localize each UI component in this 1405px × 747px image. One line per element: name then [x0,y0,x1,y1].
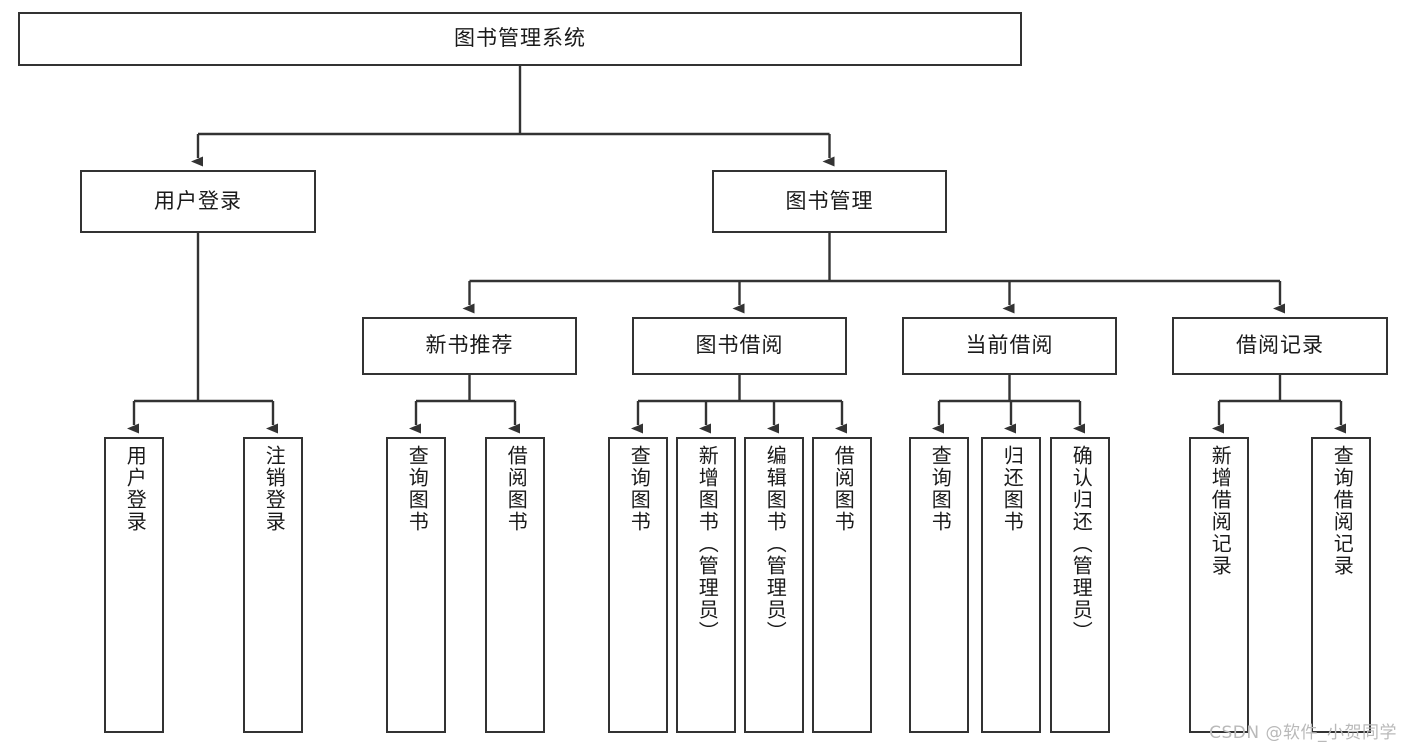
leaf-add-borrow-record[interactable]: 新增借阅记录 [1189,437,1249,733]
node-label: 图书管理 [785,189,874,213]
node-label: 当前借阅 [965,334,1054,358]
node-book-management[interactable]: 图书管理 [712,170,947,233]
leaf-query-borrow-record[interactable]: 查询借阅记录 [1311,437,1371,733]
node-label: 借阅图书 [831,445,854,533]
leaf-logout[interactable]: 注销登录 [243,437,303,733]
leaf-user-login[interactable]: 用户登录 [104,437,164,733]
node-label: 确认归还（管理员） [1069,445,1092,643]
node-label: 新增借阅记录 [1208,445,1231,577]
leaf-return-books[interactable]: 归还图书 [981,437,1041,733]
node-label: 图书借阅 [695,334,784,358]
node-label: 注销登录 [262,445,285,533]
node-user-login[interactable]: 用户登录 [80,170,316,233]
leaf-query-books-borrow[interactable]: 查询图书 [608,437,668,733]
node-label: 借阅图书 [504,445,527,533]
node-borrow-record[interactable]: 借阅记录 [1172,317,1388,375]
leaf-borrow-books[interactable]: 借阅图书 [812,437,872,733]
node-label: 用户登录 [123,445,146,533]
leaf-confirm-return-admin[interactable]: 确认归还（管理员） [1050,437,1110,733]
leaf-query-books-recommend[interactable]: 查询图书 [386,437,446,733]
node-label: 查询图书 [405,445,428,533]
node-label: 新增图书（管理员） [695,445,718,643]
node-label: 借阅记录 [1236,334,1324,358]
node-book-borrow[interactable]: 图书借阅 [632,317,847,375]
node-label: 用户登录 [154,189,242,213]
node-label: 查询图书 [928,445,951,533]
leaf-edit-book-admin[interactable]: 编辑图书（管理员） [744,437,804,733]
node-label: 归还图书 [1000,445,1023,533]
node-label: 图书管理系统 [454,27,586,51]
node-label: 查询借阅记录 [1330,445,1353,577]
node-label: 新书推荐 [425,334,514,358]
node-current-borrow[interactable]: 当前借阅 [902,317,1117,375]
node-label: 编辑图书（管理员） [763,445,786,643]
csdn-watermark: CSDN @软件_小贺同学 [1209,723,1397,743]
node-new-book-recommend[interactable]: 新书推荐 [362,317,577,375]
node-label: 查询图书 [627,445,650,533]
leaf-borrow-books-recommend[interactable]: 借阅图书 [485,437,545,733]
leaf-add-book-admin[interactable]: 新增图书（管理员） [676,437,736,733]
leaf-query-books-current[interactable]: 查询图书 [909,437,969,733]
node-root[interactable]: 图书管理系统 [18,12,1022,66]
